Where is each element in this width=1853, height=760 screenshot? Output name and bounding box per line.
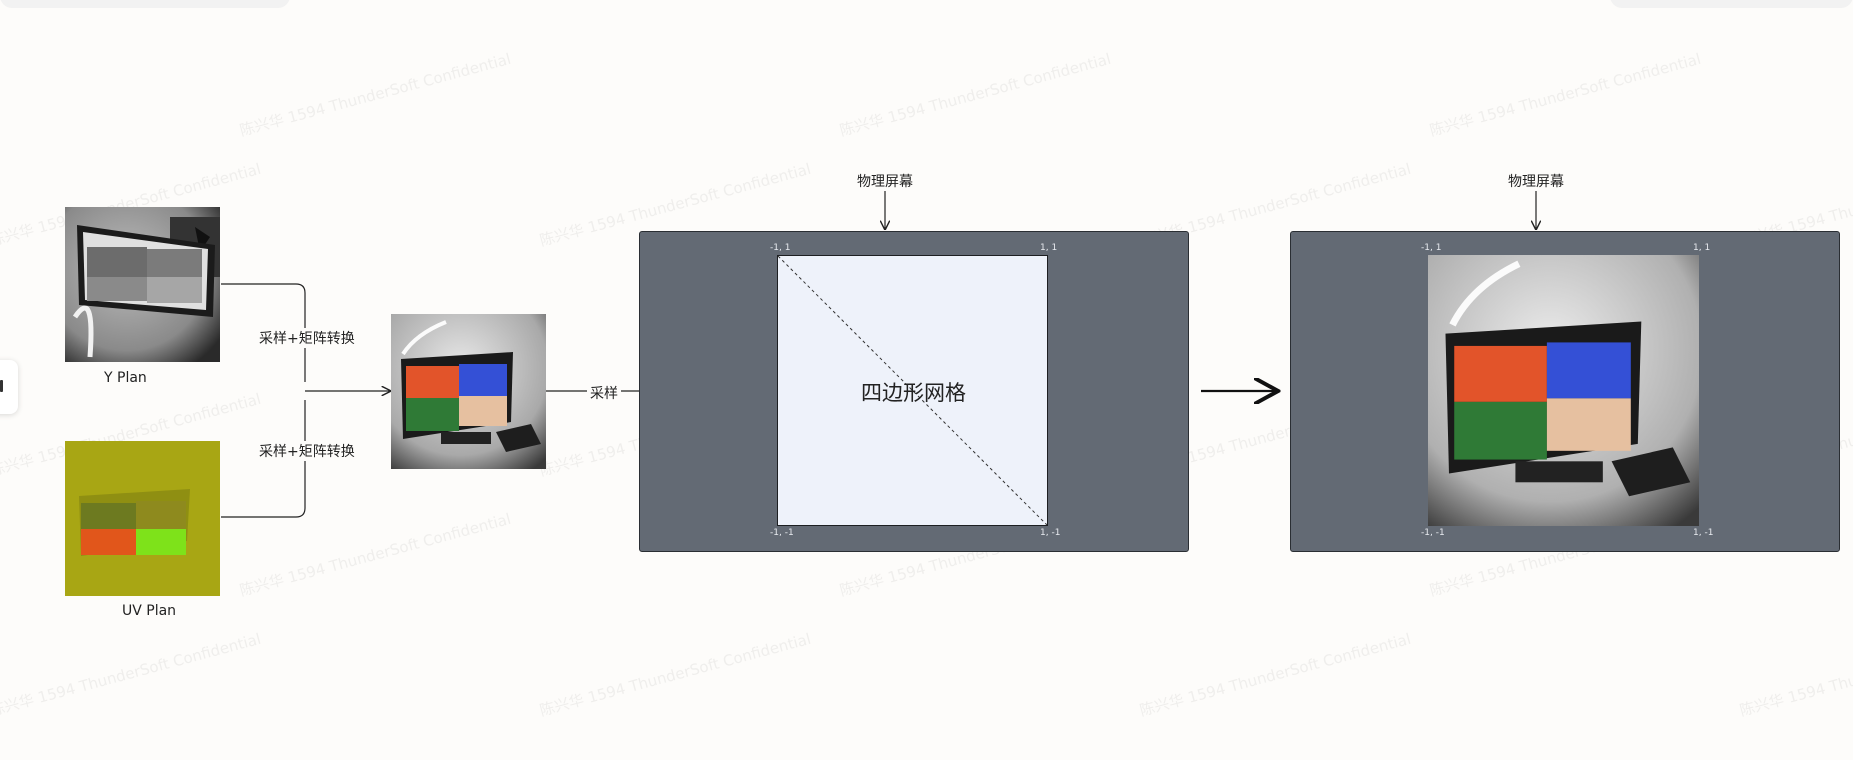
quad-mesh-label: 四边形网格: [861, 381, 966, 405]
uv-plane-label: UV Plan: [122, 603, 177, 619]
uv-plane-image: [65, 441, 220, 596]
corner-bottom-right: 1, -1: [1693, 528, 1714, 538]
convert-label-bottom: 采样+矩阵转换: [256, 441, 358, 461]
corner-bottom-left: -1, -1: [770, 528, 794, 538]
rendered-output-image: [1428, 255, 1699, 526]
sidebar-toggle-handle[interactable]: [0, 360, 18, 414]
corner-top-left: -1, 1: [770, 243, 791, 253]
convert-label-top: 采样+矩阵转换: [256, 328, 358, 348]
handle-grip-icon: [0, 380, 3, 392]
y-plane-label: Y Plan: [104, 370, 147, 386]
left-screen-title: 物理屏幕: [857, 174, 913, 190]
y-plane-image: [65, 207, 220, 362]
corner-bottom-right: 1, -1: [1040, 528, 1061, 538]
quad-mesh[interactable]: 四边形网格: [777, 255, 1048, 526]
corner-bottom-left: -1, -1: [1421, 528, 1445, 538]
top-toolbar-left[interactable]: [0, 0, 290, 8]
sample-label: 采样: [587, 383, 621, 403]
corner-top-right: 1, 1: [1693, 243, 1711, 253]
right-screen-title: 物理屏幕: [1508, 174, 1564, 190]
right-physical-screen: -1, 1 1, 1 -1, -1 1, -1: [1290, 231, 1840, 552]
composite-color-image: [391, 314, 546, 469]
corner-top-left: -1, 1: [1421, 243, 1442, 253]
corner-top-right: 1, 1: [1040, 243, 1058, 253]
left-physical-screen: 四边形网格 -1, 1 1, 1 -1, -1 1, -1: [639, 231, 1189, 552]
top-toolbar-right[interactable]: [1610, 0, 1853, 8]
